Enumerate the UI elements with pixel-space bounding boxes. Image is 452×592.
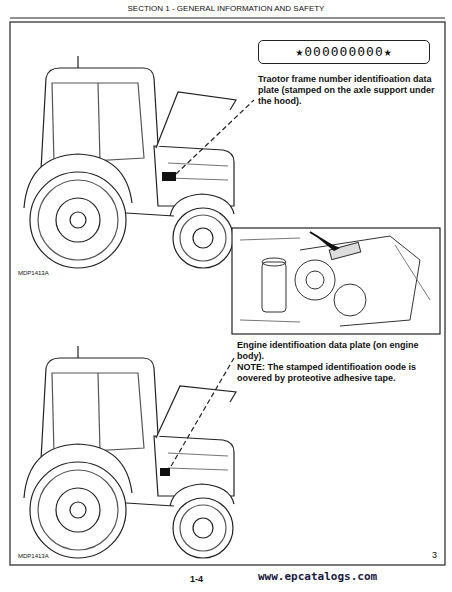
callout-text: Traotor frame number identifioation data… [258,74,438,106]
callout-text: Engine identifioation data plate (on eng… [237,340,437,362]
figure-number: 3 [432,550,437,561]
serial-number-box: ★000000000★ [258,40,430,64]
figure-code: MDP1413A [18,553,49,560]
section-heading: SECTION 1 - GENERAL INFORMATION AND SAFE… [0,4,452,14]
figure-code: MDP1413A [18,270,49,277]
watermark: www.epcatalogs.com [258,570,377,583]
note-text: NOTE: The stamped identifioation oode is… [237,362,437,384]
page-number: 1-4 [190,574,203,585]
serial-number: ★000000000★ [295,44,392,60]
